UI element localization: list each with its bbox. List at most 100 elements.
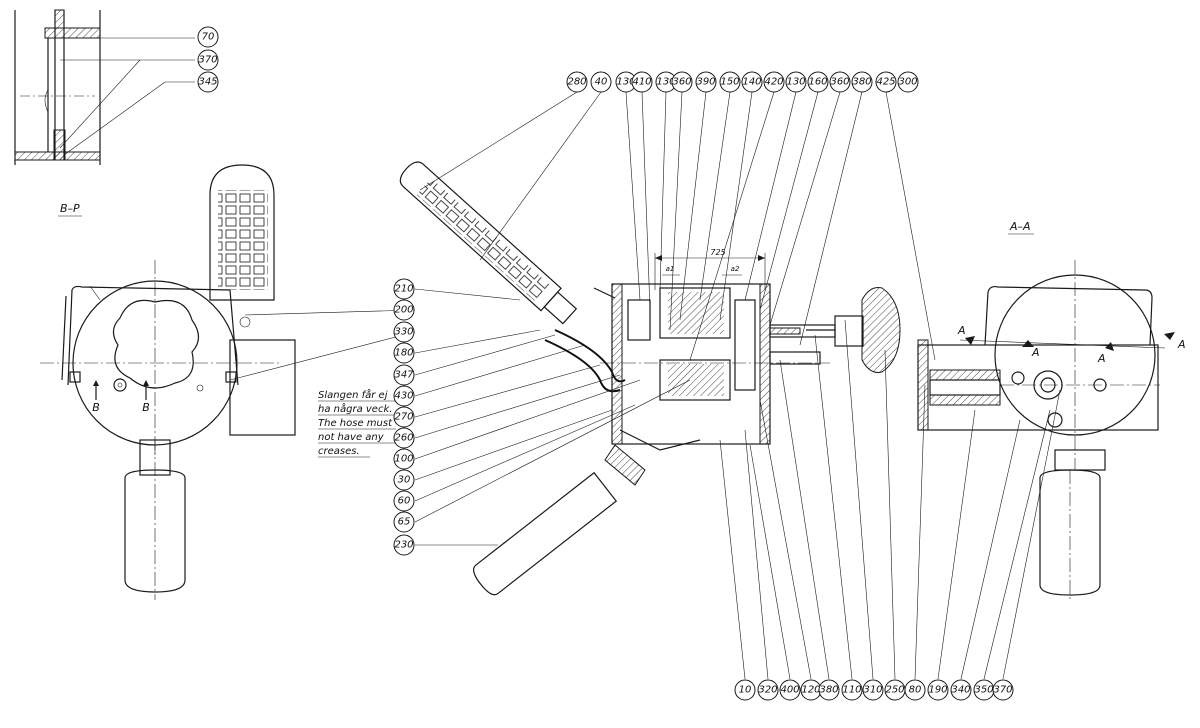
callout-number: 260 <box>394 433 413 444</box>
callout-number: 30 <box>398 475 411 486</box>
callout-left-column-13: 230 <box>393 534 415 556</box>
callout-number: 110 <box>842 685 861 696</box>
callout-left-column-7: 270 <box>393 406 415 428</box>
callout-top-left-1: 70 <box>197 26 219 48</box>
callout-number: 140 <box>742 77 761 88</box>
callout-number: 280 <box>567 77 586 88</box>
section-marker-a-1: A <box>957 324 966 337</box>
callout-number: 350 <box>974 685 993 696</box>
callout-bottom-row-2: 320 <box>757 679 779 701</box>
callout-top-row-4: 410 <box>631 71 653 93</box>
callout-top-row-9: 140 <box>741 71 763 93</box>
callout-number: 60 <box>398 496 411 507</box>
overall-dimension: 725 <box>710 248 725 257</box>
callout-bottom-row-5: 380 <box>818 679 840 701</box>
callout-number: 270 <box>394 412 413 423</box>
callout-number: 345 <box>198 77 217 88</box>
callout-number: 410 <box>632 77 651 88</box>
callout-top-row-8: 150 <box>719 71 741 93</box>
callout-bottom-row-12: 350 <box>973 679 995 701</box>
callout-top-row-12: 160 <box>807 71 829 93</box>
callout-top-row-7: 390 <box>695 71 717 93</box>
callout-left-column-3: 330 <box>393 321 415 343</box>
note-line-4: not have any <box>318 432 385 443</box>
callout-number: 380 <box>819 685 838 696</box>
callout-number: 400 <box>780 685 799 696</box>
callout-number: 200 <box>394 305 413 316</box>
callout-number: 130 <box>616 77 635 88</box>
callout-top-row-15: 425 <box>875 71 897 93</box>
callout-number: 130 <box>786 77 805 88</box>
leader-lines <box>229 91 1061 680</box>
callout-left-column-10: 30 <box>393 469 415 491</box>
note-line-2: ha några veck. <box>318 402 392 415</box>
callout-number: 120 <box>801 685 820 696</box>
callout-number: 190 <box>928 685 947 696</box>
callout-bottom-row-3: 400 <box>779 679 801 701</box>
callout-top-left-2: 370 <box>197 49 219 71</box>
callout-number: 160 <box>808 77 827 88</box>
callout-number: 210 <box>394 284 413 295</box>
callout-bottom-row-8: 250 <box>884 679 906 701</box>
callout-number: 370 <box>993 685 1012 696</box>
callout-bottom-row-7: 310 <box>862 679 884 701</box>
section-marker-b-left: B <box>92 401 100 414</box>
callout-left-column-9: 100 <box>393 448 415 470</box>
dimension-a2: a2 <box>731 265 740 273</box>
callout-bottom-row-13: 370 <box>992 679 1014 701</box>
callout-number: 310 <box>863 685 882 696</box>
callout-top-row-14: 380 <box>851 71 873 93</box>
section-label-aa: A–A <box>1009 220 1031 233</box>
callout-left-column-12: 65 <box>393 511 415 533</box>
callout-number: 347 <box>394 370 414 381</box>
callout-number: 340 <box>951 685 970 696</box>
callout-number: 10 <box>739 685 752 696</box>
callout-top-row-1: 280 <box>566 71 588 93</box>
callout-number: 425 <box>876 77 895 88</box>
callout-number: 70 <box>202 32 215 43</box>
callout-number: 230 <box>394 540 413 551</box>
callout-number: 250 <box>885 685 904 696</box>
right-side-view <box>917 260 1175 600</box>
note-line-1: Slangen får ej <box>318 388 388 401</box>
callout-left-column-11: 60 <box>393 490 415 512</box>
callout-bottom-row-11: 340 <box>950 679 972 701</box>
callout-left-column-1: 210 <box>393 278 415 300</box>
section-marker-a-4: A <box>1177 338 1186 351</box>
section-labels: B–P A–A B B A A A A <box>58 202 1186 414</box>
callout-number: 320 <box>758 685 777 696</box>
callout-number: 130 <box>656 77 675 88</box>
callout-top-left-3: 345 <box>197 71 219 93</box>
detail-view-top-left <box>14 9 195 165</box>
callout-left-column-5: 347 <box>393 364 415 386</box>
callout-number: 420 <box>764 77 783 88</box>
callout-number: 430 <box>394 391 413 402</box>
callout-left-column-6: 430 <box>393 385 415 407</box>
callout-bottom-row-4: 120 <box>800 679 822 701</box>
callout-number: 40 <box>595 77 608 88</box>
section-marker-a-2: A <box>1031 346 1040 359</box>
callout-number: 80 <box>909 685 922 696</box>
callout-number: 370 <box>198 55 217 66</box>
callout-number: 360 <box>672 77 691 88</box>
callout-top-row-16: 300 <box>897 71 919 93</box>
callout-top-row-6: 360 <box>671 71 693 93</box>
callout-bottom-row-10: 190 <box>927 679 949 701</box>
callout-bottom-row-9: 80 <box>904 679 926 701</box>
callout-bottom-row-1: 10 <box>734 679 756 701</box>
callout-number: 360 <box>830 77 849 88</box>
callout-top-row-11: 130 <box>785 71 807 93</box>
section-marker-b-right: B <box>142 401 150 414</box>
callout-number: 380 <box>852 77 871 88</box>
callout-number: 300 <box>898 77 917 88</box>
callout-number: 390 <box>696 77 715 88</box>
callout-number: 330 <box>394 327 413 338</box>
callout-left-column-2: 200 <box>393 299 415 321</box>
center-section-view: 725 a1 a2 <box>399 161 901 596</box>
left-side-view <box>40 164 296 600</box>
dimension-a1: a1 <box>666 265 675 273</box>
callout-left-column-4: 180 <box>393 342 415 364</box>
callout-top-row-10: 420 <box>763 71 785 93</box>
note-line-5: creases. <box>318 446 360 457</box>
